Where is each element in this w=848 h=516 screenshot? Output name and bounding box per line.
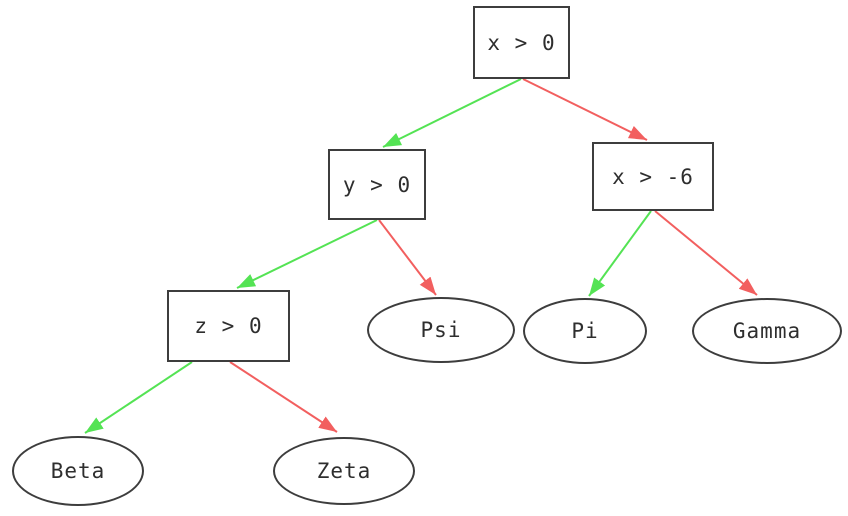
node-label: Psi bbox=[420, 318, 462, 342]
edge-z-to-beta-true bbox=[84, 361, 193, 434]
edge-root-to-x6-false bbox=[522, 78, 648, 141]
node-condition-x-gt-neg6: x > -6 bbox=[592, 142, 714, 211]
node-label: y > 0 bbox=[342, 172, 412, 197]
node-label: Zeta bbox=[316, 459, 372, 483]
node-label: z > 0 bbox=[194, 314, 263, 338]
node-label: Pi bbox=[571, 319, 599, 343]
edge-x6-to-gamma-false bbox=[654, 210, 758, 296]
node-label: Gamma bbox=[732, 319, 802, 343]
edge-x6-to-pi-true bbox=[588, 210, 652, 297]
edge-root-to-y-true bbox=[382, 78, 522, 148]
node-condition-z-gt-0: z > 0 bbox=[167, 290, 290, 362]
node-label: Beta bbox=[50, 459, 106, 483]
node-label: x > 0 bbox=[487, 30, 556, 55]
edge-y-to-psi-false bbox=[378, 219, 437, 296]
edge-z-to-zeta-false bbox=[229, 361, 338, 433]
node-leaf-zeta: Zeta bbox=[273, 437, 415, 505]
node-condition-x-gt-0: x > 0 bbox=[473, 6, 570, 79]
node-condition-y-gt-0: y > 0 bbox=[328, 149, 426, 220]
node-leaf-gamma: Gamma bbox=[692, 298, 842, 364]
edge-y-to-z-true bbox=[236, 219, 378, 289]
node-label: x > -6 bbox=[612, 164, 694, 189]
node-leaf-pi: Pi bbox=[523, 298, 647, 364]
node-leaf-beta: Beta bbox=[12, 436, 144, 506]
node-leaf-psi: Psi bbox=[367, 297, 515, 363]
